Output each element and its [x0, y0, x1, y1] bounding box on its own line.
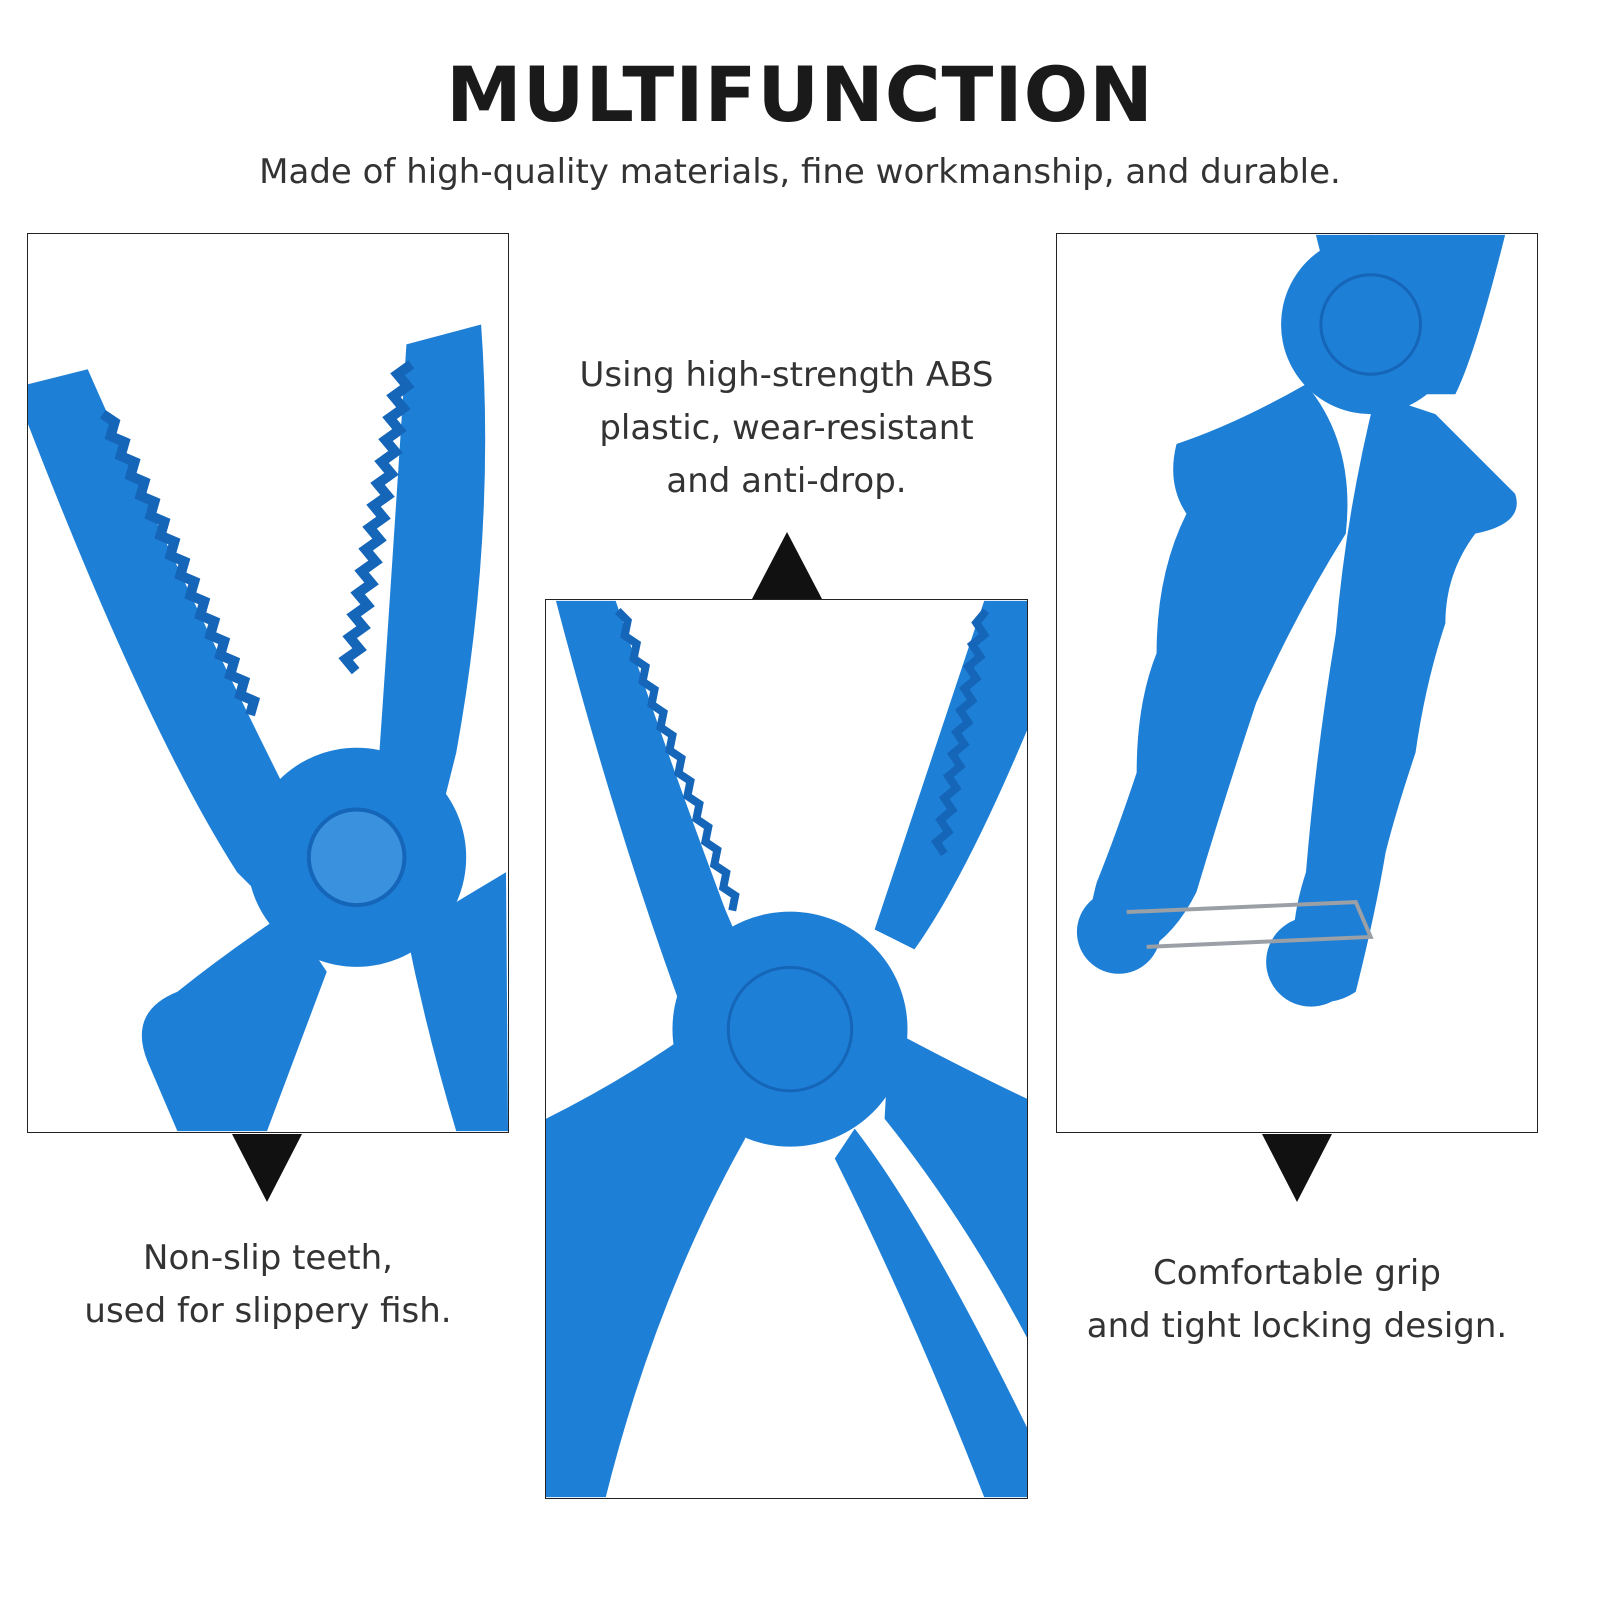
product-photo-teeth — [27, 233, 509, 1133]
feature-caption-grip: Comfortable grip and tight locking desig… — [1056, 1247, 1538, 1353]
arrow-down-icon — [232, 1134, 302, 1202]
arrow-up-icon — [752, 532, 822, 599]
feature-caption-teeth: Non-slip teeth, used for slippery fish. — [27, 1232, 509, 1338]
page-title: MULTIFUNCTION — [446, 50, 1154, 139]
pliers-grip-illustration — [1076, 234, 1517, 1007]
caption-line: Comfortable grip — [1153, 1253, 1441, 1293]
caption-line: Using high-strength ABS — [579, 355, 994, 395]
pliers-material-illustration — [546, 600, 1027, 1498]
caption-line: and tight locking design. — [1086, 1306, 1508, 1346]
arrow-down-icon — [1262, 1134, 1332, 1202]
product-photo-material — [545, 599, 1028, 1499]
product-photo-grip — [1056, 233, 1538, 1133]
feature-caption-material: Using high-strength ABS plastic, wear-re… — [545, 349, 1028, 508]
caption-line: Non-slip teeth, — [143, 1238, 393, 1278]
caption-line: plastic, wear-resistant — [599, 408, 974, 448]
caption-line: and anti-drop. — [666, 461, 907, 501]
caption-line: used for slippery fish. — [84, 1291, 452, 1331]
page-subtitle: Made of high-quality materials, fine wor… — [259, 152, 1341, 192]
pliers-teeth-illustration — [28, 324, 508, 1132]
